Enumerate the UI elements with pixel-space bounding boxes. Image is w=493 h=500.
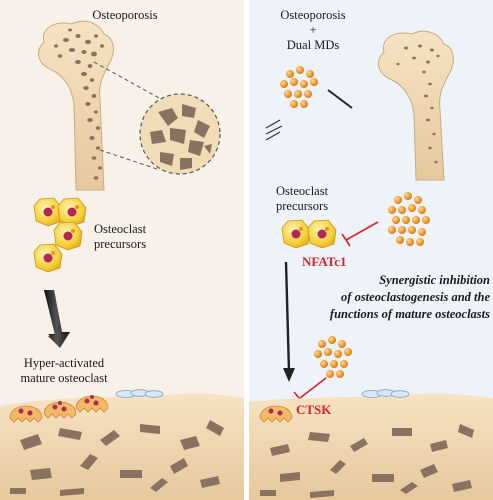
- left-bone-surface: [0, 389, 244, 500]
- left-mature-osteoclasts: [9, 395, 109, 423]
- right-md-cluster-middle: [388, 192, 430, 246]
- left-title: Osteoporosis: [92, 8, 158, 22]
- nfatc1-label: NFATc1: [302, 254, 347, 269]
- zoom-line-lower: [99, 149, 161, 171]
- synergy-text-line3: functions of mature osteoclasts: [329, 306, 490, 321]
- right-precursor-label-line2: precursors: [276, 199, 329, 213]
- left-mature-label: Hyper-activated mature osteoclast: [4, 356, 124, 386]
- left-femur-bone: [37, 20, 114, 191]
- synergy-text-line2: of osteoclastogenesis and the: [341, 289, 490, 304]
- inhibit-line-nfatc1: [345, 221, 379, 241]
- left-precursor-label-line2: precursors: [94, 237, 147, 251]
- left-mature-label-line1: Hyper-activated: [23, 356, 105, 370]
- bone-magnified-circle: [139, 93, 221, 175]
- right-title: Osteoporosis + Dual MDs: [258, 8, 368, 53]
- zoom-line-upper: [93, 61, 171, 105]
- right-title-line1: Osteoporosis: [280, 8, 346, 22]
- inhibit-bar-nfatc1: [341, 233, 351, 247]
- right-precursor-cells: [281, 219, 337, 249]
- left-precursor-label-line1: Osteoclast: [94, 222, 147, 236]
- right-down-arrow: [283, 261, 295, 382]
- inhibit-line-ctsk: [299, 377, 327, 399]
- left-precursor-label: Osteoclast precursors: [94, 222, 146, 252]
- right-md-cluster-top: [280, 66, 318, 108]
- left-precursor-cells: [33, 197, 87, 273]
- right-femur-bone: [377, 30, 454, 181]
- left-down-arrow: [44, 290, 70, 348]
- right-delivery-line: [327, 89, 353, 109]
- right-mature-osteoclast: [259, 405, 293, 423]
- right-bone-surface: [249, 389, 493, 500]
- synergy-text-line1: Synergistic inhibition: [379, 273, 490, 287]
- synergy-text: Synergistic inhibition of osteoclastogen…: [300, 272, 490, 323]
- left-mature-label-line2: mature osteoclast: [20, 371, 108, 385]
- right-md-cluster-lower: [314, 336, 352, 378]
- right-title-line3: Dual MDs: [286, 38, 340, 52]
- right-precursor-label: Osteoclast precursors: [276, 184, 328, 214]
- panel-divider: [244, 0, 249, 500]
- right-title-line2: +: [309, 23, 317, 37]
- right-precursor-label-line1: Osteoclast: [276, 184, 329, 198]
- ctsk-label: CTSK: [296, 402, 332, 417]
- right-motion-lines: [265, 119, 283, 141]
